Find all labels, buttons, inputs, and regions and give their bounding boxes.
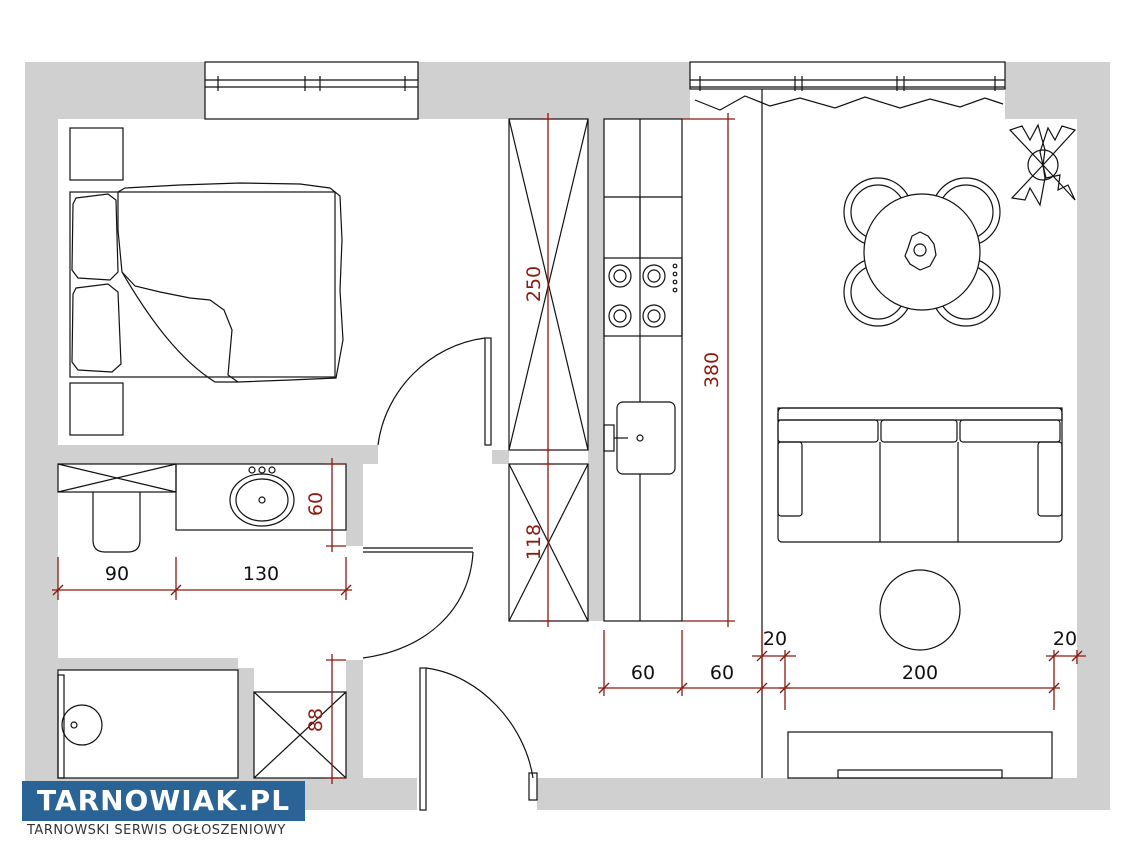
wc-basin-icon [61,704,103,746]
table-decor-icon [904,231,937,271]
nightstand-bottom [69,382,124,436]
bedroom-door-swing [377,337,486,446]
wall-bedroom-bath [58,445,378,464]
toilet-icon [92,492,141,553]
wall-bath-right [346,464,363,546]
dim-living-width: 200 [902,662,938,684]
dim-kitchen-60-a: 60 [631,662,655,684]
wall-bedroom-hall [492,450,509,464]
window-living [689,61,1006,90]
wc-shaft [253,691,347,779]
wall-wc-right [346,660,363,778]
dim-kitchen-60-b: 60 [710,662,734,684]
dim-bath-toilet: 90 [105,563,129,585]
wall-wardrobe-kitchen [588,119,604,621]
tv-stand [787,731,1053,779]
dim-bath-counter: 130 [243,563,279,585]
pillow-bottom [71,283,122,373]
nightstand-top [69,127,124,181]
pillow-top [71,193,119,281]
washbasin [229,473,295,527]
dim-gap-right: 20 [1053,628,1077,650]
cooktop [603,257,683,337]
sink-tap-icon [603,424,615,452]
entrance-door-swing [425,667,534,779]
bedroom [69,127,492,446]
dining-table [843,177,1001,327]
wall-left [25,62,58,810]
dimension-lines [52,113,1086,784]
wall-top-mid [418,62,690,119]
bathroom [57,463,474,659]
dim-wc-depth: 88 [305,708,327,732]
bath-counter [175,463,347,531]
burner-icons [608,263,678,328]
entrance-door-leaf [419,667,427,811]
wc-room [57,669,239,779]
coffee-table [879,569,961,651]
sofa [777,407,1063,543]
kitchen [603,89,763,778]
windows [204,61,1006,120]
dim-wardrobe-lower: 118 [523,524,545,560]
logo[interactable]: TARNOWIAK.PL [22,781,305,821]
blanket [117,182,344,383]
wc [57,667,538,811]
bath-door-swing [362,551,474,659]
bedroom-door-leaf [484,337,492,446]
logo-brand: TARNOWIAK.PL [36,784,291,817]
logo-tagline: TARNOWSKI SERWIS OGŁOSZENIOWY [27,823,286,838]
plant-icon [1008,123,1077,207]
window-bedroom [204,61,419,120]
dim-kitchen-length: 380 [701,352,723,388]
curtain [694,95,1004,111]
living-room [777,123,1077,779]
wall-wc-mid [238,668,254,778]
dimension-labels: 250 118 380 60 88 90 130 60 60 20 200 20 [105,266,1077,732]
kitchen-counter [603,118,683,622]
dim-gap-left: 20 [763,628,787,650]
wall-right [1077,62,1110,810]
tv [837,769,1003,779]
dim-bath-depth: 60 [305,492,327,516]
wall-wc-top [58,658,238,670]
bed [69,191,336,378]
walls [25,62,1110,810]
wall-bottom-right [537,778,1110,810]
dim-wardrobe-upper: 250 [523,266,545,302]
